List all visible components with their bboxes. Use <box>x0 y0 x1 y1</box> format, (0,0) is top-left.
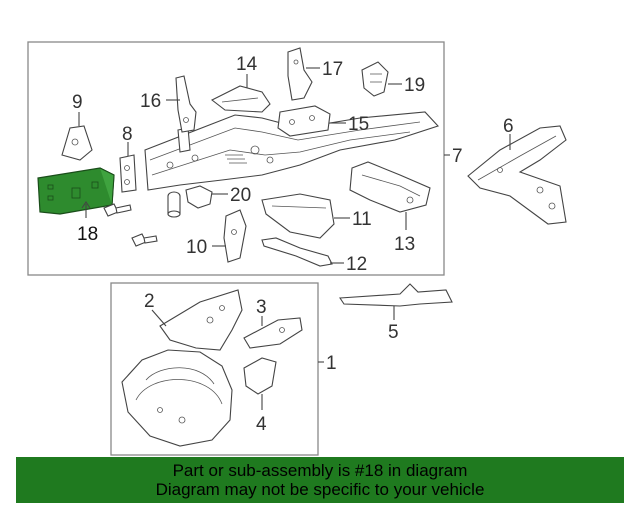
part-12[interactable] <box>261 237 333 267</box>
bolt-upper[interactable] <box>103 203 132 217</box>
part-20[interactable] <box>167 185 213 218</box>
part-11[interactable] <box>261 193 335 239</box>
part-3[interactable] <box>243 317 303 349</box>
banner-line-2: Diagram may not be specific to your vehi… <box>155 480 485 499</box>
callout-12: 12 <box>346 254 367 275</box>
callout-10: 10 <box>186 237 207 258</box>
callout-15: 15 <box>348 114 369 135</box>
part-8[interactable] <box>119 154 137 193</box>
callout-3: 3 <box>256 297 267 318</box>
callout-2: 2 <box>144 291 155 312</box>
part-9[interactable] <box>61 125 93 161</box>
callout-18: 18 <box>77 224 98 245</box>
upper-assembly-box <box>27 41 445 276</box>
callout-5: 5 <box>388 322 399 343</box>
callout-7: 7 <box>452 146 463 167</box>
part-19[interactable] <box>361 61 389 97</box>
part-17[interactable] <box>287 47 313 101</box>
callout-6: 6 <box>503 116 514 137</box>
callout-8: 8 <box>122 124 133 145</box>
part-4[interactable] <box>243 357 277 395</box>
front-rail-part[interactable] <box>144 111 439 191</box>
part-13[interactable] <box>349 161 431 213</box>
banner-line-1: Part or sub-assembly is #18 in diagram <box>172 461 468 480</box>
part-2[interactable] <box>159 289 243 351</box>
part-5[interactable] <box>339 283 453 307</box>
parts-diagram: 9 8 18 16 14 17 19 15 7 20 11 13 10 12 6… <box>27 41 567 456</box>
part-10[interactable] <box>223 209 247 263</box>
callout-20: 20 <box>230 185 251 206</box>
callout-16: 16 <box>140 91 161 112</box>
wheelhouse-part[interactable] <box>121 349 233 447</box>
part-16[interactable] <box>175 75 197 133</box>
callout-19: 19 <box>404 75 425 96</box>
info-banner: Part or sub-assembly is #18 in diagram D… <box>16 457 624 503</box>
callout-11: 11 <box>352 209 372 230</box>
part-15[interactable] <box>277 105 331 137</box>
lower-assembly-box <box>110 282 319 456</box>
callout-9: 9 <box>72 92 83 113</box>
part-18-highlighted[interactable] <box>37 167 115 215</box>
bolt-lower[interactable] <box>131 233 158 247</box>
part-6[interactable] <box>467 125 567 225</box>
callout-1: 1 <box>326 353 337 374</box>
callout-14: 14 <box>236 54 258 75</box>
leader-lines <box>78 67 511 410</box>
part-14[interactable] <box>210 85 271 113</box>
callout-4: 4 <box>256 414 267 435</box>
callout-13: 13 <box>394 234 415 255</box>
callout-17: 17 <box>322 59 343 80</box>
